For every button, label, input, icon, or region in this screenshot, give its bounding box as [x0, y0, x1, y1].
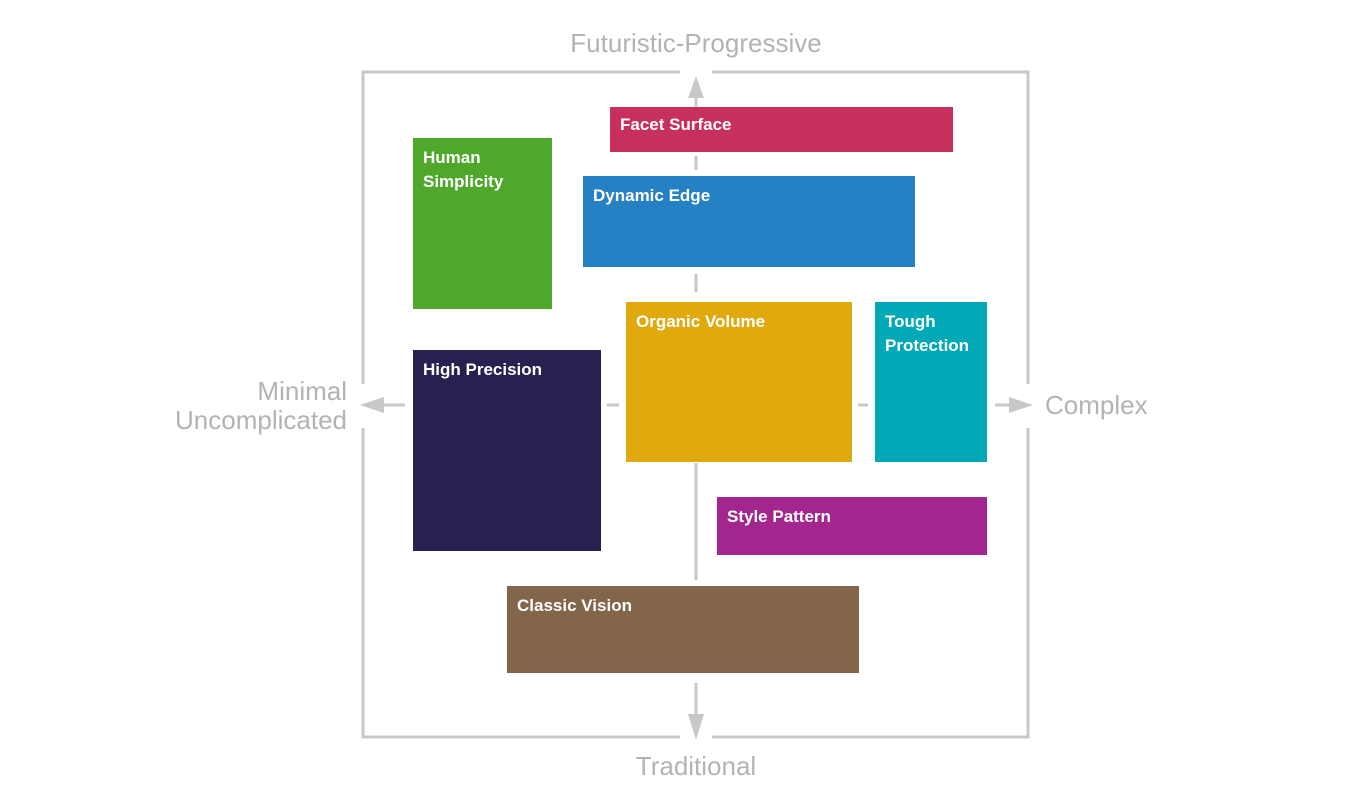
arrow-left-icon — [360, 397, 384, 413]
axis-label-top: Futuristic-Progressive — [570, 28, 822, 58]
category-label: Classic Vision — [517, 596, 632, 615]
category-facet-surface: Facet Surface — [610, 107, 953, 152]
axis-label-right: Complex — [1045, 390, 1148, 420]
category-label: Dynamic Edge — [593, 186, 711, 205]
axis-label-bottom: Traditional — [635, 751, 757, 781]
frame-bottom-right — [712, 428, 1030, 739]
frame-bottom-left — [361, 428, 680, 739]
category-label-line1: Tough — [885, 312, 936, 331]
category-classic-vision: Classic Vision — [507, 586, 859, 673]
arrow-up-icon — [688, 76, 704, 98]
category-label: High Precision — [423, 360, 543, 379]
category-label: Organic Volume — [636, 312, 766, 331]
axis-label-left-line1: Minimal — [257, 376, 347, 406]
category-organic-volume: Organic Volume — [626, 302, 852, 462]
axis-label-left: Minimal Uncomplicated — [175, 377, 347, 435]
category-label-line1: Human — [423, 148, 481, 167]
category-human-simplicity: Human Simplicity — [413, 138, 552, 309]
category-tough-protection: Tough Protection — [875, 302, 987, 462]
category-label: Facet Surface — [620, 115, 732, 134]
category-dynamic-edge: Dynamic Edge — [583, 176, 915, 267]
category-label-line2: Simplicity — [423, 172, 504, 191]
category-label-line2: Protection — [885, 336, 970, 355]
category-style-pattern: Style Pattern — [717, 497, 987, 555]
frame-top-right — [712, 70, 1030, 384]
category-high-precision: High Precision — [413, 350, 601, 551]
arrow-right-icon — [1009, 397, 1033, 413]
arrow-down-icon — [688, 714, 704, 740]
category-label: Style Pattern — [727, 507, 831, 526]
frame-top-left — [361, 70, 680, 384]
axis-label-left-line2: Uncomplicated — [175, 405, 347, 435]
